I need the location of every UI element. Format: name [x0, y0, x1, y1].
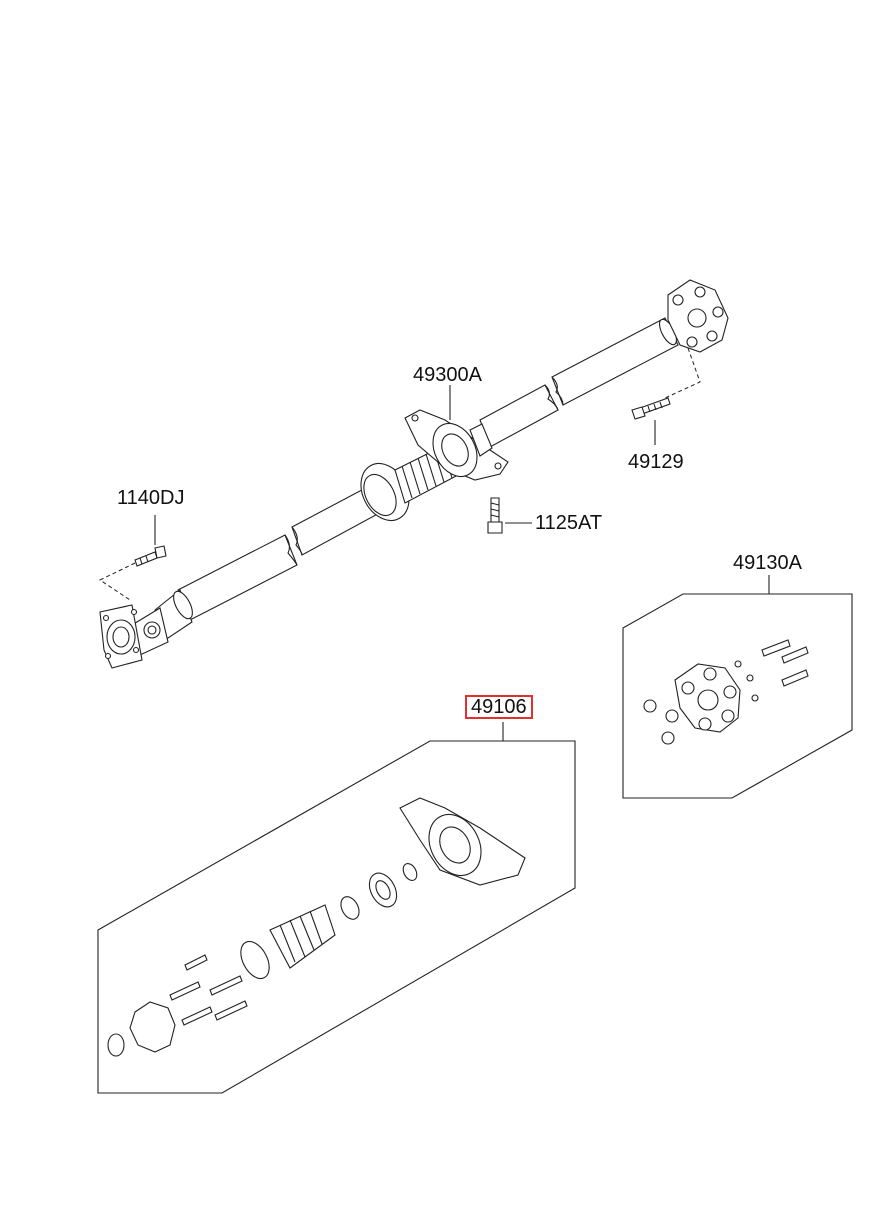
callout-49106-selected[interactable]: 49106: [465, 695, 533, 719]
callout-1125at[interactable]: 1125AT: [535, 512, 603, 534]
bolt-49129: [631, 397, 671, 420]
bearing-kit-panel: [97, 740, 576, 1094]
coupling-kit-panel: [622, 593, 853, 799]
bolt-1125at: [487, 497, 503, 534]
rear-flange: [99, 604, 143, 669]
callout-49129[interactable]: 49129: [628, 451, 684, 473]
bolt-1140dj: [134, 545, 167, 567]
callout-1140dj[interactable]: 1140DJ: [117, 487, 185, 509]
propeller-shaft: [131, 317, 679, 656]
callout-49130a[interactable]: 49130A: [733, 552, 802, 574]
front-coupling: [667, 279, 729, 353]
center-bearing: [404, 409, 509, 481]
callout-49300a[interactable]: 49300A: [413, 364, 482, 386]
leader-lines: [98, 347, 770, 741]
